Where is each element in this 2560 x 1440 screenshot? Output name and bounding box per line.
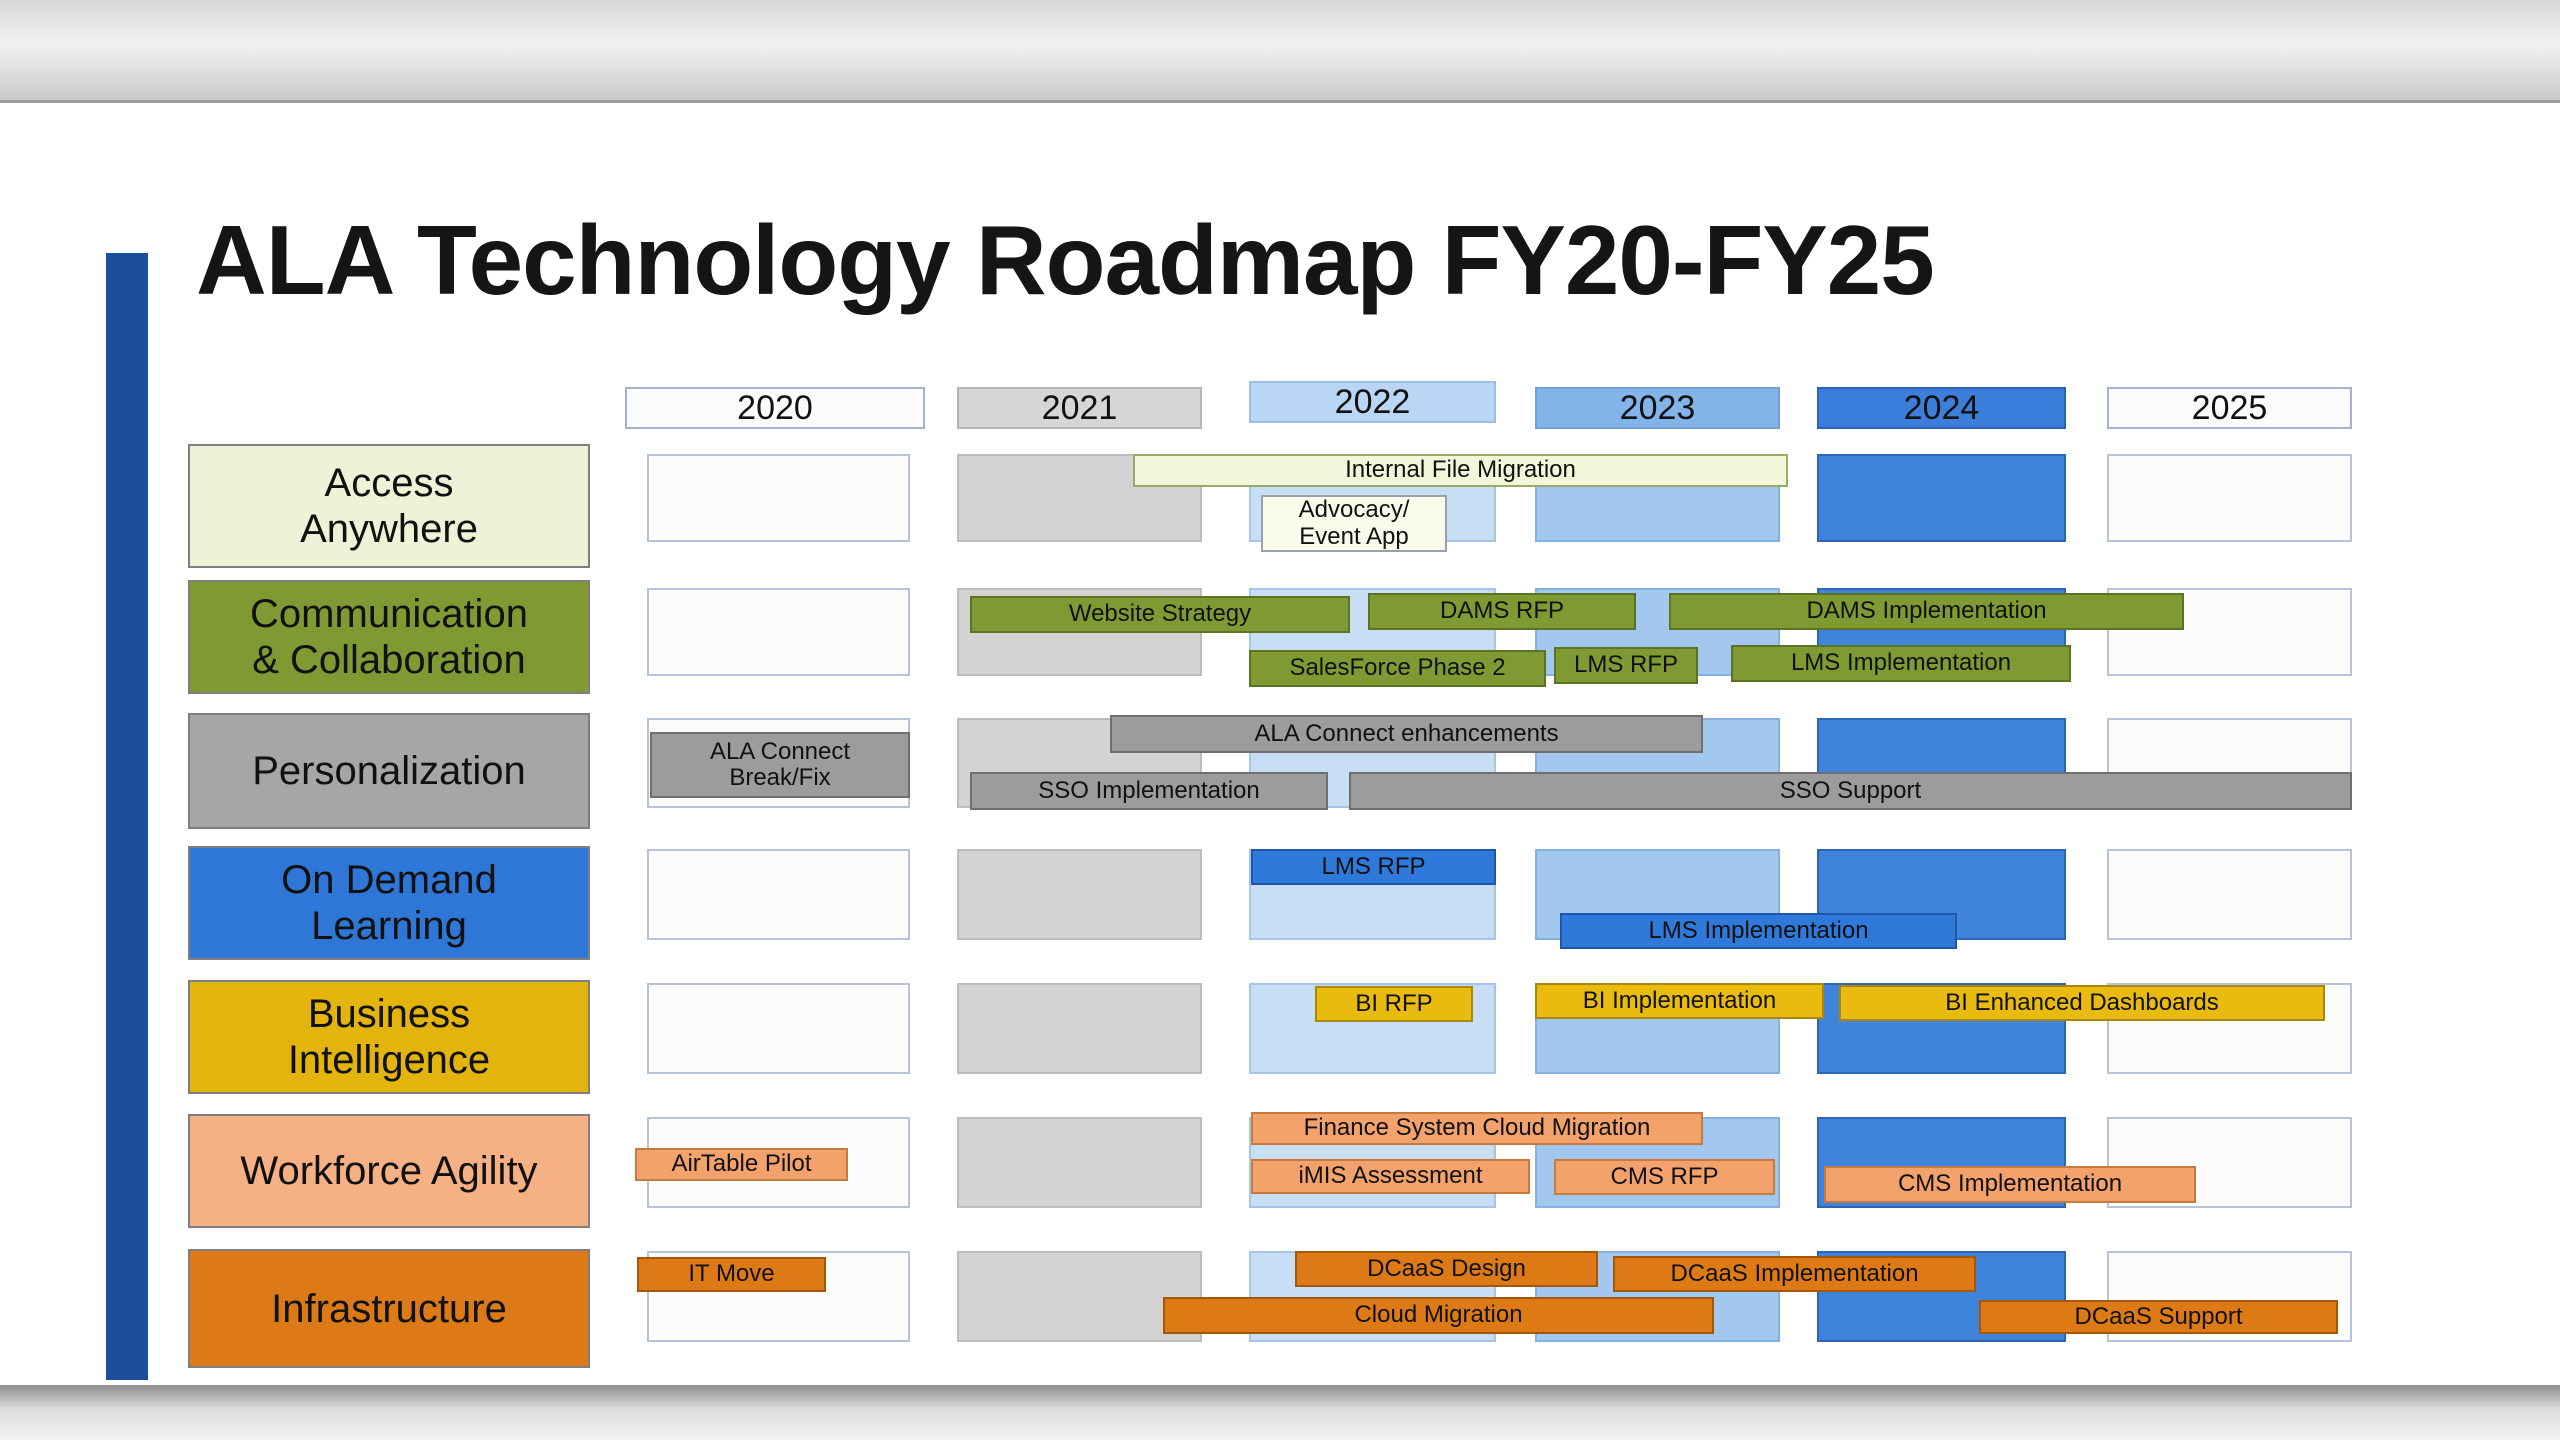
bar-sso-support: SSO Support <box>1349 772 2352 810</box>
bar-lms-rfp: LMS RFP <box>1251 849 1496 885</box>
row-label-personalization: Personalization <box>188 713 590 829</box>
bar-dcaas-design: DCaaS Design <box>1295 1251 1598 1287</box>
bar-dcaas-support: DCaaS Support <box>1979 1300 2338 1334</box>
bar-lms-rfp-comm: LMS RFP <box>1554 647 1698 684</box>
grid-cell <box>2107 454 2352 542</box>
grid-cell <box>647 849 910 940</box>
grid-cell <box>957 1117 1202 1208</box>
grid-cell <box>957 1251 1202 1342</box>
bar-cloud-migration: Cloud Migration <box>1163 1297 1714 1334</box>
bar-ala-connect-break-fix: ALA Connect Break/Fix <box>650 732 910 798</box>
slide-title: ALA Technology Roadmap FY20-FY25 <box>196 204 1935 315</box>
grid-cell <box>2107 849 2352 940</box>
row-label-workforce-agility: Workforce Agility <box>188 1114 590 1228</box>
bar-internal-file-migration: Internal File Migration <box>1133 454 1788 487</box>
bar-cms-implementation: CMS Implementation <box>1824 1166 2196 1203</box>
bar-it-move: IT Move <box>637 1257 826 1292</box>
window-bottom-bar <box>0 1385 2560 1440</box>
grid-cell <box>647 588 910 676</box>
bar-salesforce-phase-2: SalesForce Phase 2 <box>1249 650 1546 687</box>
bar-dams-rfp: DAMS RFP <box>1368 593 1636 630</box>
bar-lms-implementation-comm: LMS Implementation <box>1731 645 2071 682</box>
bar-bi-implementation: BI Implementation <box>1535 983 1824 1019</box>
left-accent-bar <box>106 253 148 1380</box>
grid-cell <box>957 983 1202 1074</box>
year-header-2023: 2023 <box>1535 387 1780 429</box>
row-label-access-anywhere: Access Anywhere <box>188 444 590 568</box>
row-label-business-intelligence: Business Intelligence <box>188 980 590 1094</box>
bar-dams-implementation: DAMS Implementation <box>1669 593 2184 630</box>
bar-imis-assessment: iMIS Assessment <box>1251 1159 1530 1194</box>
grid-cell <box>1817 454 2066 542</box>
bar-airtable-pilot: AirTable Pilot <box>635 1148 848 1181</box>
year-header-2021: 2021 <box>957 387 1202 429</box>
year-header-2022: 2022 <box>1249 381 1496 423</box>
bar-sso-implementation: SSO Implementation <box>970 772 1328 810</box>
year-header-2024: 2024 <box>1817 387 2066 429</box>
row-label-on-demand-learning: On Demand Learning <box>188 846 590 960</box>
year-header-2020: 2020 <box>625 387 925 429</box>
grid-cell <box>957 849 1202 940</box>
row-label-communication-collaboration: Communication & Collaboration <box>188 580 590 694</box>
window-top-bar <box>0 0 2560 103</box>
bar-bi-rfp: BI RFP <box>1315 986 1473 1022</box>
grid-cell <box>647 983 910 1074</box>
bar-cms-rfp: CMS RFP <box>1554 1159 1775 1195</box>
row-label-infrastructure: Infrastructure <box>188 1249 590 1368</box>
bar-advocacy-event-app: Advocacy/ Event App <box>1261 495 1447 552</box>
bar-finance-system-cloud-migration: Finance System Cloud Migration <box>1251 1112 1703 1145</box>
bar-ala-connect-enhancements: ALA Connect enhancements <box>1110 715 1703 753</box>
bar-dcaas-implementation: DCaaS Implementation <box>1613 1256 1976 1292</box>
grid-cell <box>647 454 910 542</box>
bar-lms-implementation: LMS Implementation <box>1560 913 1957 949</box>
bar-website-strategy: Website Strategy <box>970 596 1350 633</box>
year-header-2025: 2025 <box>2107 387 2352 429</box>
bar-bi-enhanced-dashboards: BI Enhanced Dashboards <box>1839 985 2325 1021</box>
